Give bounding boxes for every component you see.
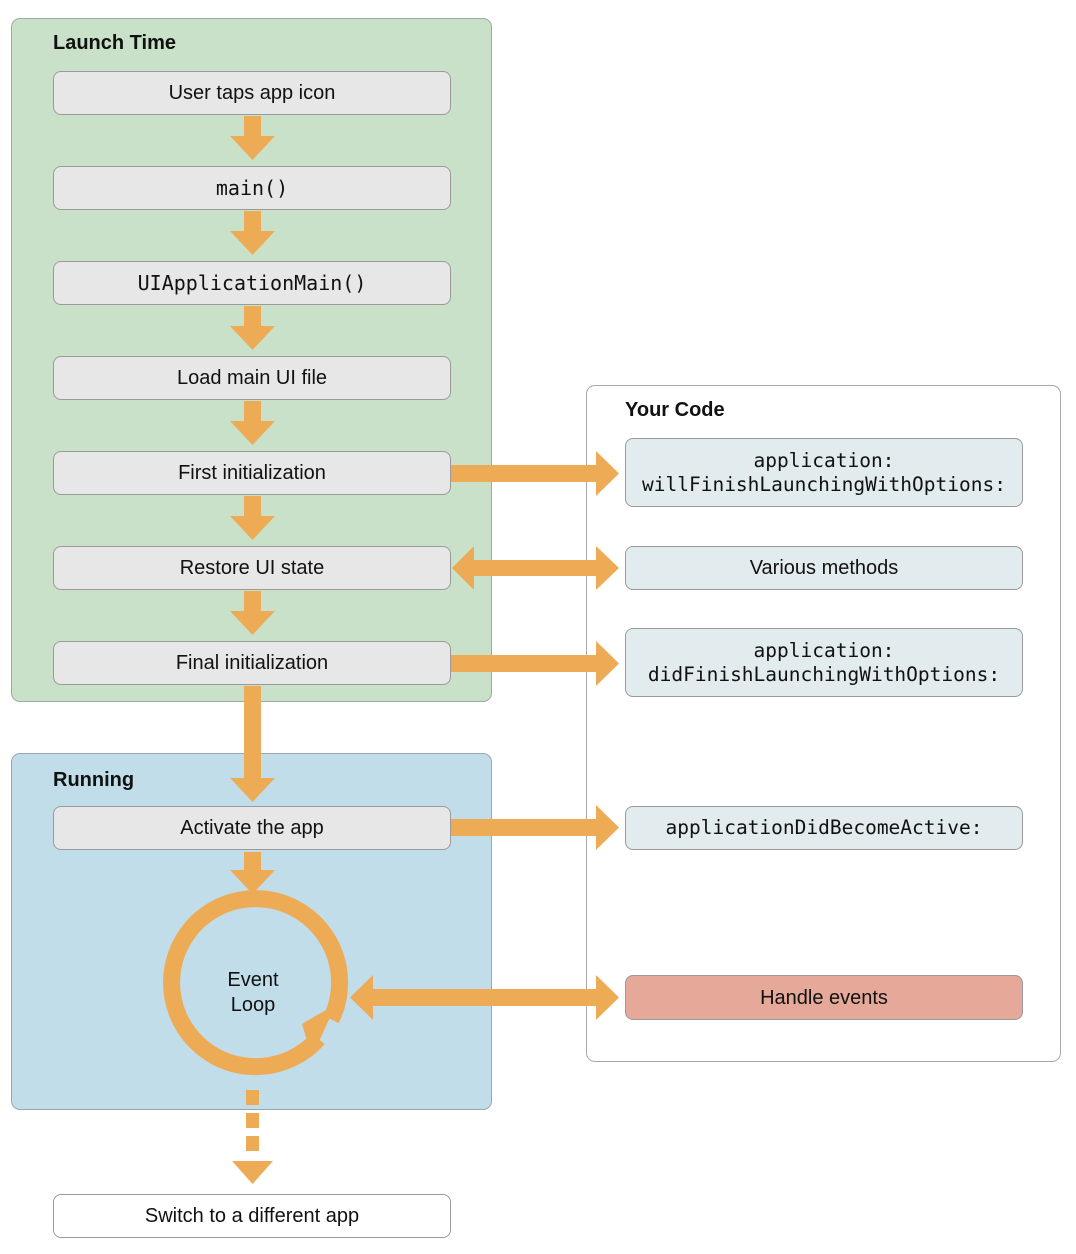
event-loop-ring [163, 890, 349, 1076]
step-restore-ui-state: Restore UI state [53, 546, 451, 590]
event-loop-label: Event Loop [193, 968, 313, 1018]
code-line: willFinishLaunchingWithOptions: [642, 472, 1006, 496]
code-did-finish-launching: application: didFinishLaunchingWithOptio… [625, 628, 1023, 697]
event-loop-line1: Event [227, 969, 279, 991]
step-main: main() [53, 166, 451, 210]
code-will-finish-launching: application: willFinishLaunchingWithOpti… [625, 438, 1023, 507]
code-line: didFinishLaunchingWithOptions: [647, 662, 1001, 686]
event-loop-line2: Loop [230, 994, 276, 1016]
down-arrow [230, 591, 275, 635]
code-did-become-active: applicationDidBecomeActive: [625, 806, 1023, 850]
right-arrow [451, 451, 619, 496]
loop-arrowhead [302, 1004, 336, 1057]
down-arrow [230, 496, 275, 540]
right-arrow [451, 805, 619, 850]
down-arrow [230, 401, 275, 445]
dash-arrowhead [232, 1161, 273, 1184]
right-arrow [451, 641, 619, 686]
launch-time-title: Launch Time [53, 32, 176, 54]
down-arrow [230, 306, 275, 350]
running-title: Running [53, 769, 135, 791]
step-first-initialization: First initialization [53, 451, 451, 495]
step-load-main-ui-file: Load main UI file [53, 356, 451, 400]
down-arrow [230, 116, 275, 160]
step-user-taps-app-icon: User taps app icon [53, 71, 451, 115]
down-arrow [230, 852, 275, 894]
double-arrow [452, 546, 619, 590]
down-arrow [230, 211, 275, 255]
step-activate-the-app: Activate the app [53, 806, 451, 850]
step-uiapplicationmain: UIApplicationMain() [53, 261, 451, 305]
code-various-methods: Various methods [625, 546, 1023, 590]
step-final-initialization: Final initialization [53, 641, 451, 685]
code-line: application: [753, 448, 895, 472]
dash-segment [246, 1136, 259, 1151]
code-handle-events: Handle events [625, 975, 1023, 1020]
code-line: application: [753, 638, 895, 662]
your-code-title: Your Code [625, 399, 725, 421]
step-switch-app: Switch to a different app [53, 1194, 451, 1238]
dash-segment [246, 1090, 259, 1105]
down-arrow-long [230, 686, 275, 802]
dash-segment [246, 1113, 259, 1128]
double-arrow [350, 975, 619, 1020]
